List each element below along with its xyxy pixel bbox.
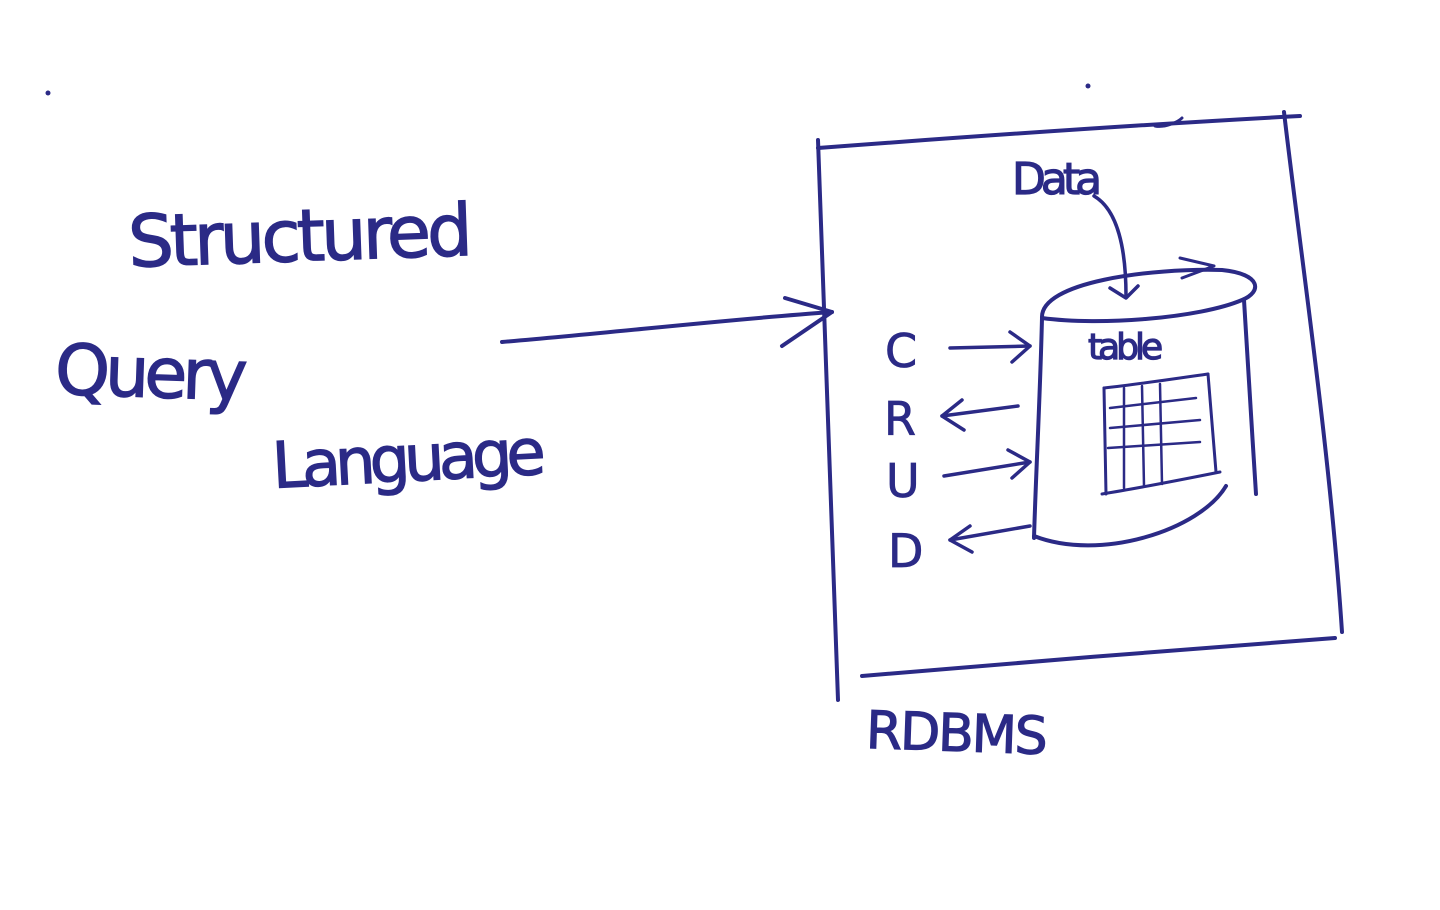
delete-arrowhead — [948, 524, 974, 554]
read-arrow — [940, 404, 1020, 418]
update-arrowhead — [1006, 448, 1032, 480]
crud-update-letter: U — [886, 454, 920, 508]
crud-delete-letter: D — [888, 524, 924, 578]
table-box-top — [1102, 372, 1210, 390]
delete-arrow — [948, 524, 1032, 542]
update-arrow — [942, 460, 1032, 478]
cylinder-bottom — [1032, 484, 1228, 548]
table-box-bottom — [1100, 470, 1222, 496]
table-row-line — [1106, 440, 1202, 450]
table-col-line — [1158, 382, 1164, 486]
data-arrow — [1092, 194, 1128, 298]
board-speck — [45, 90, 51, 96]
rdbms-box-left — [816, 138, 840, 702]
data-arrowhead — [1108, 284, 1140, 300]
data-label: Data — [1011, 154, 1102, 205]
rdbms-box-tick — [1153, 116, 1184, 128]
table-label: table — [1087, 327, 1163, 368]
rdbms-box-top — [816, 114, 1302, 150]
cylinder-top — [1039, 267, 1258, 324]
read-arrowhead — [940, 398, 966, 432]
rdbms-box-right — [1282, 110, 1344, 634]
sql-to-rdbms-arrowhead — [780, 296, 834, 348]
sql-to-rdbms-arrow — [500, 310, 834, 344]
cylinder-left-side — [1032, 316, 1044, 540]
crud-read-letter: R — [884, 392, 917, 446]
cylinder-right-side — [1242, 298, 1258, 496]
query-label: Query — [53, 328, 245, 418]
cylinder-top-arrow — [1178, 256, 1216, 280]
create-arrow — [948, 344, 1032, 350]
rdbms-box-bottom — [860, 636, 1337, 678]
rdbms-label: RDBMS — [864, 700, 1047, 768]
table-col-line — [1140, 384, 1146, 488]
language-label: Language — [270, 415, 543, 504]
table-box-left — [1102, 386, 1108, 496]
table-box-right — [1206, 372, 1218, 474]
create-arrowhead — [1008, 330, 1032, 364]
crud-create-letter: C — [885, 324, 918, 378]
board-speck — [1085, 83, 1091, 89]
structured-label: Structured — [126, 187, 471, 284]
